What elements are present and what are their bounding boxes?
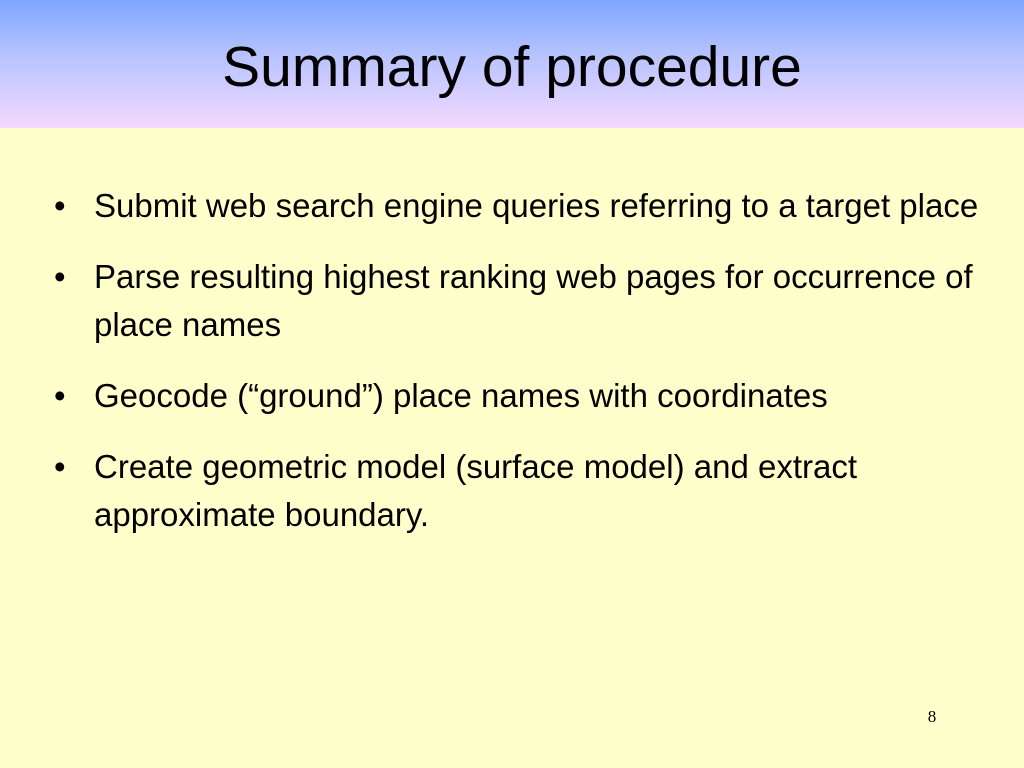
page-number: 8	[927, 707, 937, 726]
bullet-item: • Submit web search engine queries refer…	[54, 182, 994, 230]
bullet-dot-icon: •	[54, 187, 66, 224]
bullet-text: Create geometric model (surface model) a…	[94, 448, 857, 533]
title-band	[0, 0, 1024, 128]
bullet-item: • Geocode (“ground”) place names with co…	[54, 372, 994, 420]
bullet-dot-icon: •	[54, 448, 66, 485]
slide-title: Summary of procedure	[222, 35, 802, 99]
bullet-text: Geocode (“ground”) place names with coor…	[94, 377, 828, 414]
bullet-item: • Parse resulting highest ranking web pa…	[54, 253, 994, 349]
bullet-list: • Submit web search engine queries refer…	[54, 182, 994, 562]
bullet-dot-icon: •	[54, 258, 66, 295]
bullet-item: • Create geometric model (surface model)…	[54, 443, 994, 539]
bullet-dot-icon: •	[54, 377, 66, 414]
bullet-text: Submit web search engine queries referri…	[94, 187, 979, 224]
bullet-text: Parse resulting highest ranking web page…	[94, 258, 973, 343]
